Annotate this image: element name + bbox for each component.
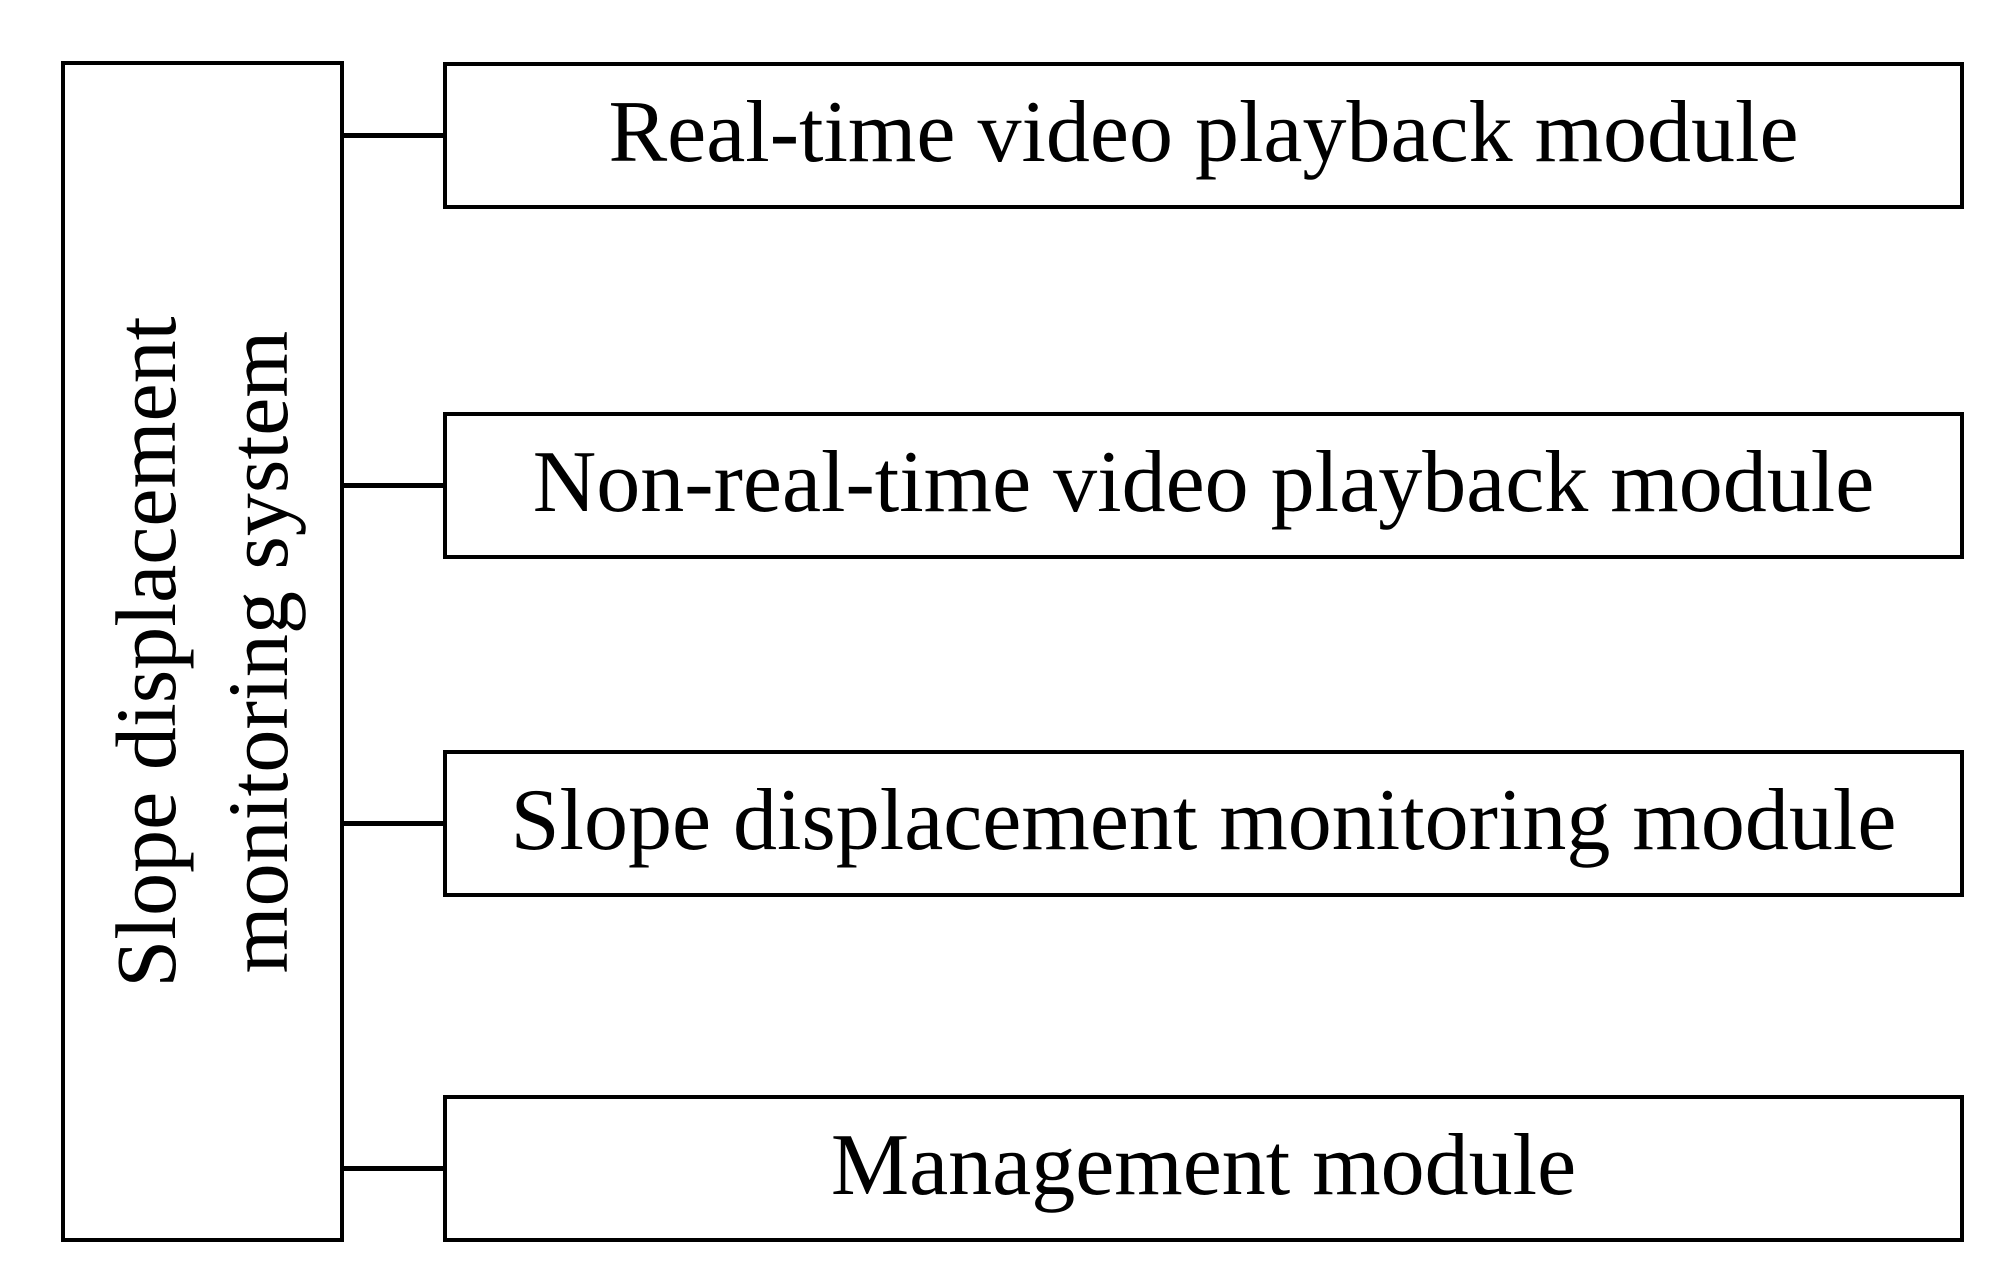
- module-label-real-time-video-playback: Real-time video playback module: [608, 83, 1799, 181]
- module-label-management: Management module: [830, 1116, 1577, 1214]
- connector-line-management: [340, 1166, 445, 1171]
- connector-line-slope-displacement-monitoring: [340, 821, 445, 826]
- root-node-slope-displacement-monitoring-system: Slope displacement monitoring system: [61, 61, 344, 1242]
- module-label-non-real-time-video-playback: Non-real-time video playback module: [532, 433, 1875, 531]
- connector-line-real-time-video-playback: [340, 133, 445, 138]
- connector-line-non-real-time-video-playback: [340, 483, 445, 488]
- module-node-real-time-video-playback: Real-time video playback module: [443, 62, 1964, 209]
- root-node-label: Slope displacement monitoring system: [97, 315, 306, 988]
- module-node-slope-displacement-monitoring: Slope displacement monitoring module: [443, 750, 1964, 897]
- module-node-non-real-time-video-playback: Non-real-time video playback module: [443, 412, 1964, 559]
- module-label-slope-displacement-monitoring: Slope displacement monitoring module: [510, 771, 1897, 869]
- module-node-management: Management module: [443, 1095, 1964, 1242]
